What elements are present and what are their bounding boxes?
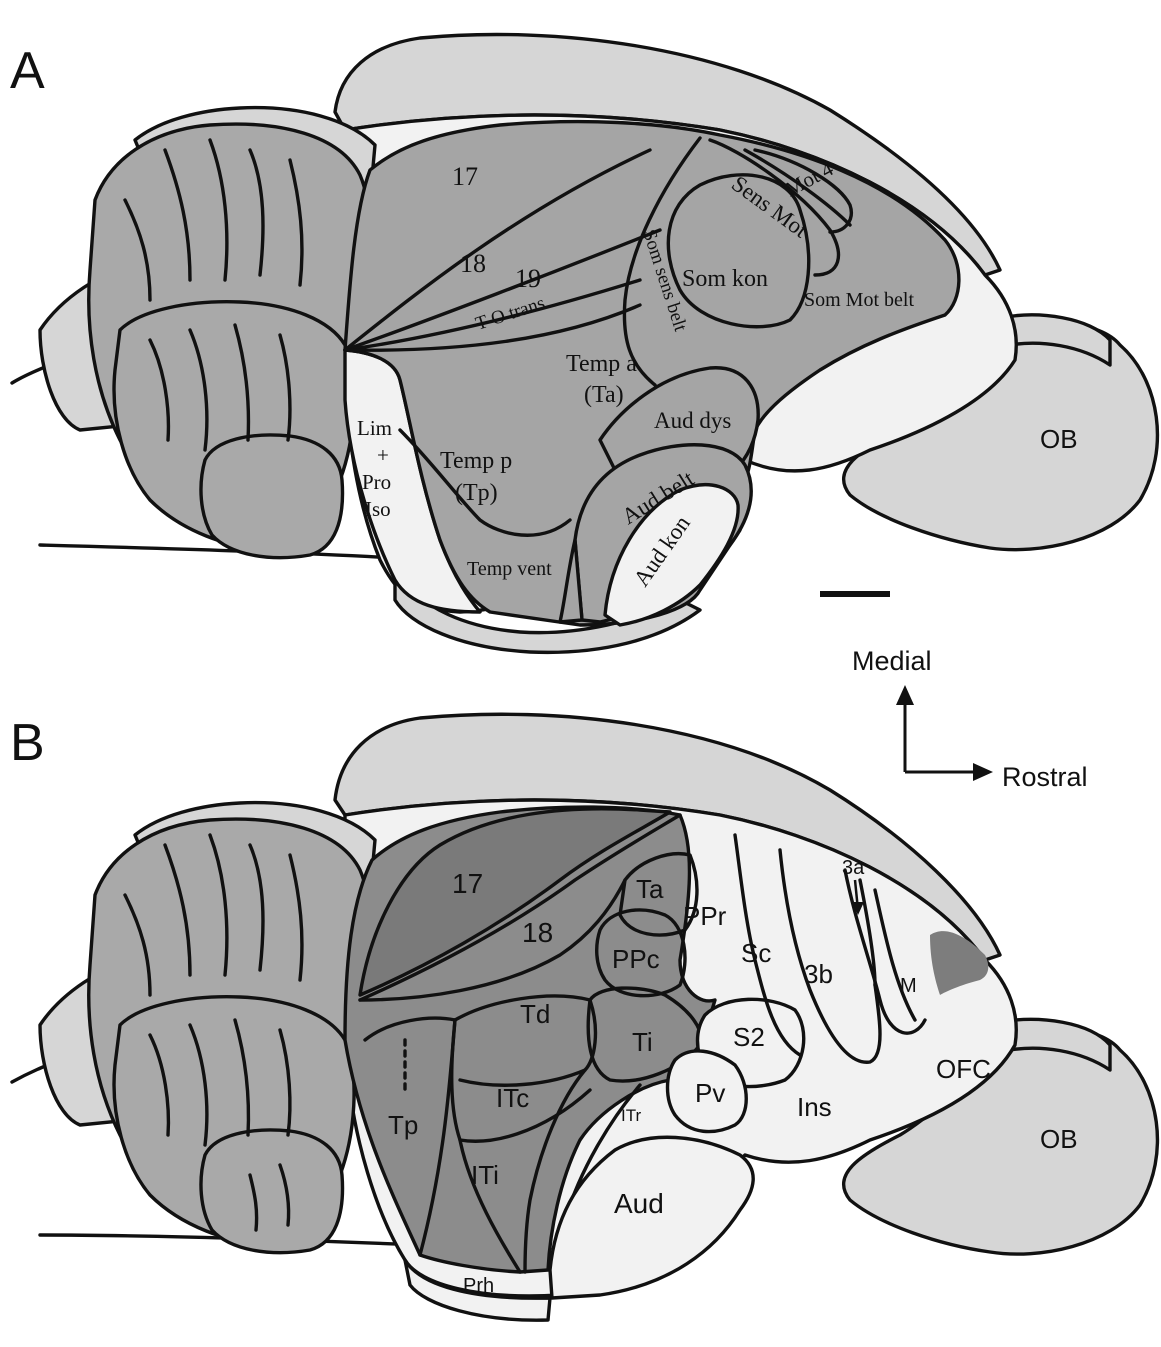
rostral-label: Rostral — [1002, 762, 1088, 792]
panel-a-label-aud-dys: Aud dys — [654, 408, 731, 433]
panel-b-label-ppr: PPr — [683, 901, 727, 931]
panel-a-label-temp-p: Temp p — [440, 448, 512, 474]
panel-a-label-tp: (Tp) — [455, 480, 498, 506]
panel-a-label-17: 17 — [452, 162, 478, 191]
panel-b-label-itc: ITc — [496, 1083, 529, 1113]
panel-b-label-ofc: OFC — [936, 1054, 991, 1084]
panel-a-label-temp-vent: Temp vent — [467, 558, 552, 580]
panel-b-label-ti: Ti — [632, 1027, 653, 1057]
panel-a-label-pro: Pro — [362, 470, 391, 494]
panel-a-label-plus: + — [377, 443, 389, 467]
panel-b-cerebellum-flocculus — [201, 1130, 343, 1253]
panel-b-label-prh: Prh — [463, 1275, 494, 1297]
panel-a-cerebellum-flocculus — [201, 435, 343, 558]
panel-b: B — [10, 714, 1157, 1320]
medial-arrow-head — [896, 685, 914, 705]
panel-b-label-ta: Ta — [636, 874, 664, 904]
panel-a-label-ta: (Ta) — [584, 382, 624, 408]
panel-b-label-s2: S2 — [733, 1022, 765, 1052]
panel-b-label-ppc: PPc — [612, 944, 660, 974]
medial-label: Medial — [852, 646, 932, 676]
panel-b-label-17: 17 — [452, 868, 483, 899]
panel-a: A — [10, 34, 1157, 652]
panel-a-letter: A — [10, 42, 45, 100]
panel-a-label-ob: OB — [1040, 424, 1078, 454]
panel-b-label-td: Td — [520, 999, 550, 1029]
panel-b-label-ins: Ins — [797, 1092, 832, 1122]
panel-b-label-3b: 3b — [804, 959, 833, 989]
panel-b-label-18: 18 — [522, 917, 553, 948]
panel-a-label-temp-a: Temp a — [566, 351, 637, 377]
rostral-arrow-head — [973, 763, 993, 781]
panel-b-label-m: M — [900, 975, 917, 997]
panel-a-label-som-mot-belt: Som Mot belt — [804, 289, 914, 311]
panel-a-label-lim: Lim — [357, 416, 392, 440]
panel-b-label-3a: 3a — [842, 857, 865, 879]
panel-a-label-som-kon: Som kon — [682, 266, 768, 292]
panel-a-label-19: 19 — [515, 264, 541, 293]
panel-b-letter: B — [10, 714, 45, 772]
panel-b-label-itr: ITr — [621, 1106, 641, 1125]
panel-b-label-pv: Pv — [695, 1078, 725, 1108]
panel-b-label-tp: Tp — [388, 1110, 418, 1140]
panel-b-label-ob: OB — [1040, 1124, 1078, 1154]
panel-b-label-iti: ITi — [471, 1160, 499, 1190]
panel-a-label-iso: Iso — [365, 497, 391, 521]
panel-b-label-aud: Aud — [614, 1188, 664, 1219]
orientation-compass: Medial Rostral — [852, 646, 1088, 792]
panel-b-label-sc: Sc — [741, 938, 771, 968]
panel-a-label-18: 18 — [460, 249, 486, 278]
